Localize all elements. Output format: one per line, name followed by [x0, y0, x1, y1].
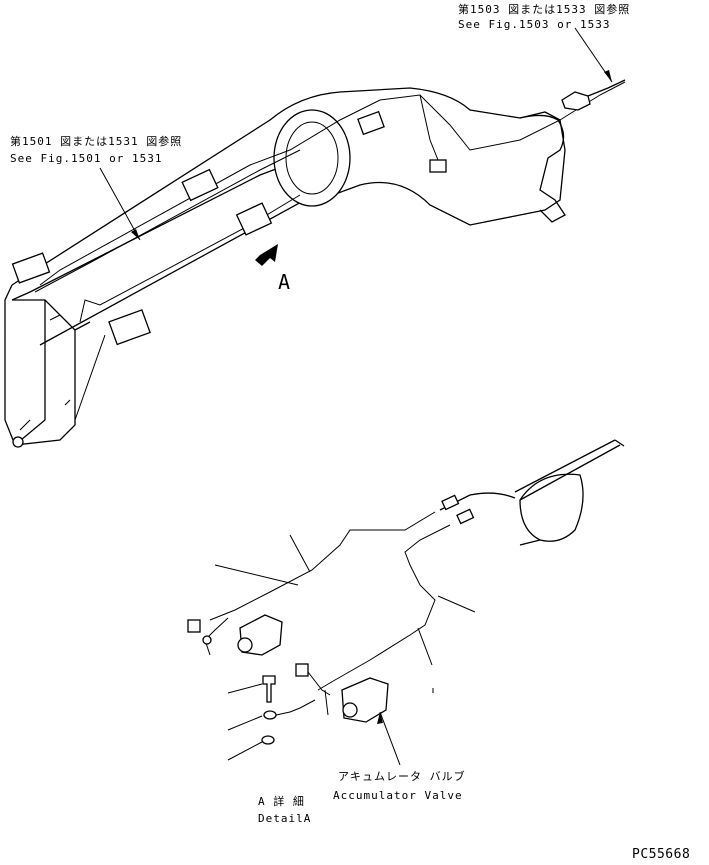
leader-accumulator — [379, 711, 401, 766]
boom-line-2 — [34, 94, 441, 293]
upper-assembly — [4, 27, 626, 448]
view-arrow-label: A — [278, 270, 291, 294]
valve-block-5 — [357, 110, 385, 136]
detail-connector-2 — [295, 663, 309, 677]
detail-a — [187, 439, 625, 766]
valve-block-2 — [235, 202, 273, 236]
valve-block-4 — [108, 309, 151, 346]
leader-housing — [74, 334, 106, 421]
leader-hose-1 — [214, 564, 299, 586]
detail-pipe-top — [514, 439, 625, 501]
view-arrow-a — [255, 244, 278, 266]
detail-wire — [307, 671, 331, 716]
detail-fitting-2 — [456, 508, 475, 525]
detail-hose-1 — [209, 511, 436, 621]
detail-hose-3 — [204, 617, 229, 656]
valve-block-1 — [181, 168, 219, 202]
housing-bolt — [12, 436, 24, 448]
detail-hose-2 — [317, 524, 451, 691]
leader-hose-2 — [289, 534, 311, 573]
end-fitting — [561, 91, 591, 111]
right-hub — [519, 114, 566, 223]
ref-left-jp: 第1501 図または1531 図参照 — [10, 135, 183, 148]
drawing-code: PC55668 — [632, 847, 691, 862]
ref-left-en: See Fig.1501 or 1531 — [10, 152, 163, 165]
boom-body — [11, 87, 566, 346]
ref-top-right-jp: 第1503 図または1533 図参照 — [458, 3, 631, 16]
accumulator-valve-port — [342, 702, 358, 718]
ref-top-right-en: See Fig.1503 or 1533 — [458, 18, 611, 31]
detail-title-en: DetailA — [258, 812, 312, 825]
detail-title-jp: A 詳 細 — [258, 795, 305, 808]
detail-washer-2 — [261, 735, 275, 745]
detail-connector-1 — [187, 619, 201, 633]
collar-flange — [273, 109, 351, 207]
detail-washer-1 — [263, 710, 277, 720]
detail-fitting-1 — [441, 494, 460, 511]
end-pipe — [587, 79, 626, 97]
leader-ref-left — [99, 167, 141, 241]
detail-bell — [439, 473, 584, 546]
detail-nipple — [202, 635, 212, 645]
housing-details — [19, 314, 71, 431]
leader-accumulator-arrowhead — [377, 712, 383, 724]
leader-ref-top-arrowhead — [604, 70, 612, 82]
leader-washer-1 — [227, 715, 263, 731]
leader-bolt — [227, 683, 263, 694]
housing-box — [4, 284, 91, 446]
leader-ref-left-arrowhead — [131, 229, 140, 240]
accumulator-valve-en: Accumulator Valve — [333, 789, 463, 802]
valve-block-3 — [11, 252, 51, 284]
leader-washer-2 — [227, 741, 263, 761]
accumulator-valve-jp: アキュムレータ バルブ — [338, 770, 466, 783]
leader-hose-4 — [417, 627, 433, 666]
valve-block-6 — [429, 159, 447, 173]
leader-hose-3 — [437, 595, 476, 613]
detail-ground-wire — [275, 699, 316, 716]
detail-bolt — [262, 675, 276, 703]
detail-valve-left-port — [237, 637, 253, 653]
collar-inner — [285, 121, 339, 195]
